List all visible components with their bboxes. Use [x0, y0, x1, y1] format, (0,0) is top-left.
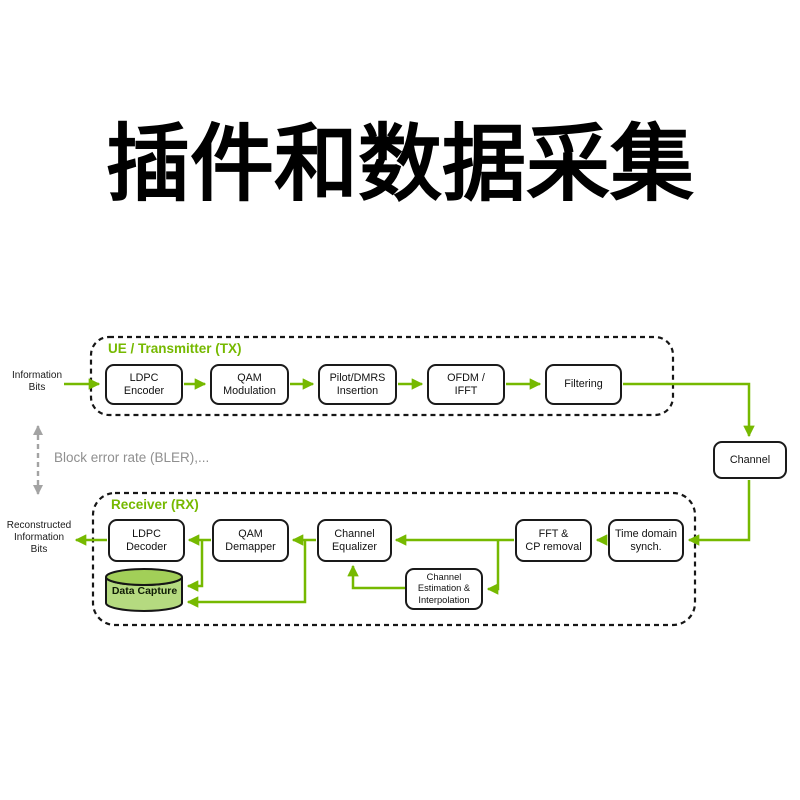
block-ldpc-encoder: LDPC Encoder	[105, 364, 183, 405]
arrow-branch-to-datacapture-upper	[186, 540, 204, 592]
arrow-branch-to-chanest	[486, 540, 500, 595]
tx-container-outline	[89, 335, 675, 417]
block-filtering: Filtering	[545, 364, 622, 405]
reconstructed-bits-label: Reconstructed Information Bits	[6, 520, 72, 556]
block-ldpc-decoder: LDPC Decoder	[108, 519, 185, 562]
block-fft-cp-removal: FFT & CP removal	[515, 519, 592, 562]
block-pilot-dmrs-insertion: Pilot/DMRS Insertion	[318, 364, 397, 405]
data-capture-cylinder	[105, 568, 183, 613]
block-qam-modulation: QAM Modulation	[210, 364, 289, 405]
block-qam-demapper: QAM Demapper	[212, 519, 289, 562]
arrow-chanest-to-equalizer	[347, 564, 406, 590]
data-capture-label: Data Capture	[111, 585, 178, 597]
bler-metric-label: Block error rate (BLER),...	[54, 450, 210, 465]
arrow-branch-to-datacapture-lower	[186, 540, 307, 608]
block-time-domain-synch: Time domain synch.	[608, 519, 684, 562]
rx-container-outline	[91, 491, 697, 627]
block-channel: Channel	[713, 441, 787, 479]
arrow-channel-to-timedomain	[687, 480, 751, 546]
block-ofdm-ifft: OFDM / IFFT	[427, 364, 505, 405]
information-bits-label: Information Bits	[11, 370, 63, 394]
tx-container-label: UE / Transmitter (TX)	[108, 341, 242, 356]
block-channel-equalizer: Channel Equalizer	[317, 519, 392, 562]
block-channel-estimation: Channel Estimation & Interpolation	[405, 568, 483, 610]
arrow-filtering-to-channel	[623, 382, 755, 438]
page-title: 插件和数据采集	[105, 117, 694, 211]
rx-container-label: Receiver (RX)	[111, 497, 199, 512]
